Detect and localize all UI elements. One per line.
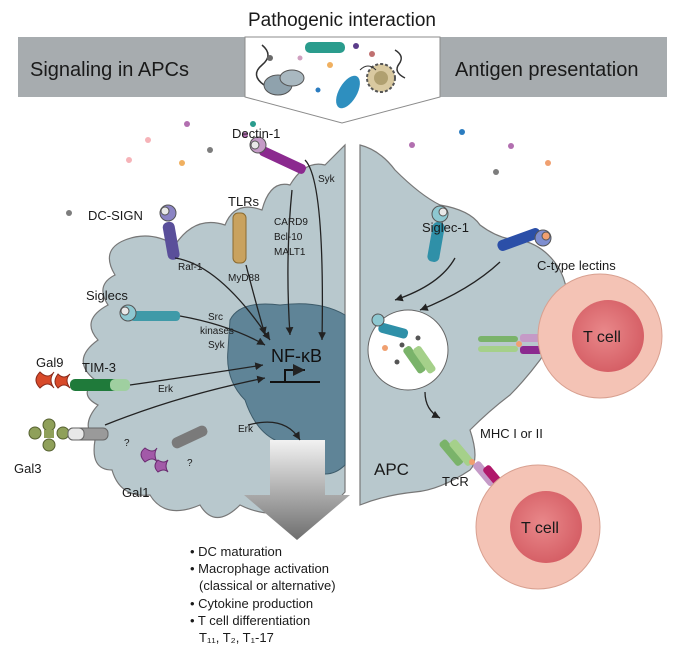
gal9-label: Gal9 — [36, 355, 63, 370]
outcome-cytokine: • Cytokine production — [190, 596, 313, 611]
tcr-label: TCR — [442, 474, 469, 489]
outcome-tcell: • T cell differentiation — [190, 613, 310, 628]
outcome-macrophage: • Macrophage activation — [190, 561, 329, 576]
outcome-classical: (classical or alternative) — [199, 578, 336, 593]
gal3-label: Gal3 — [14, 461, 41, 476]
card9-label: CARD9 — [274, 217, 308, 228]
dcsign-label: DC-SIGN — [88, 208, 143, 223]
antigen-dots — [66, 121, 551, 216]
siglecs-label: Siglecs — [86, 288, 128, 303]
mhc-tcr-lower — [439, 439, 506, 491]
siglecs-receptor — [119, 304, 180, 322]
tcell-upper: T cell — [537, 273, 663, 399]
banner-right-text: Antigen presentation — [455, 59, 638, 81]
syk-mid-label: Syk — [208, 340, 226, 351]
dectin-receptor — [249, 136, 306, 174]
tlrs-label: TLRs — [228, 194, 260, 209]
promoter-icon — [270, 370, 320, 382]
tim3-receptor — [35, 371, 130, 391]
erk2-label: Erk — [238, 424, 254, 435]
outcome-th: T₁₁, T₂, T₁-17 — [199, 630, 274, 645]
tlr-receptor — [232, 212, 247, 264]
tcell-upper-label: T cell — [583, 329, 621, 346]
outcomes-list: • DC maturation • Macrophage activation … — [190, 544, 336, 645]
signal-arrows-right — [394, 257, 501, 419]
q2-label: ? — [187, 458, 193, 469]
myd88-label: MyD88 — [228, 273, 260, 284]
kinases-label: kinases — [200, 326, 234, 337]
raf1-label: Raf-1 — [178, 262, 203, 273]
title: Pathogenic interaction — [248, 10, 436, 31]
apc-label: APC — [374, 460, 409, 479]
tim3-label: TIM-3 — [82, 360, 116, 375]
gal1-icon — [140, 425, 208, 473]
ctype-label: C-type lectins — [537, 258, 616, 273]
banner-left-text: Signaling in APCs — [30, 59, 189, 81]
mhc-label: MHC I or II — [480, 426, 543, 441]
malt1-label: MALT1 — [274, 247, 306, 258]
dcsign-receptor — [159, 204, 180, 260]
syk-top-label: Syk — [318, 174, 336, 185]
endosome — [367, 309, 449, 391]
src-label: Src — [208, 312, 223, 323]
gal3-icon — [28, 418, 109, 452]
nfkb-label: NF-κB — [271, 346, 322, 366]
siglec1-receptor — [427, 205, 449, 262]
gal1-label: Gal1 — [122, 485, 149, 500]
outcome-arrow — [244, 440, 350, 540]
q1-label: ? — [124, 438, 130, 449]
pathogens-illustration — [255, 42, 406, 109]
ctype-lectin-receptor — [497, 228, 552, 251]
tcell-lower-label: T cell — [521, 520, 559, 537]
dectin-label: Dectin-1 — [232, 126, 280, 141]
signal-arrows-left — [104, 159, 327, 441]
tcell-lower: T cell — [475, 464, 601, 590]
siglec1-label: Siglec-1 — [422, 220, 469, 235]
erk1-label: Erk — [158, 384, 174, 395]
outcome-dc: • DC maturation — [190, 544, 282, 559]
